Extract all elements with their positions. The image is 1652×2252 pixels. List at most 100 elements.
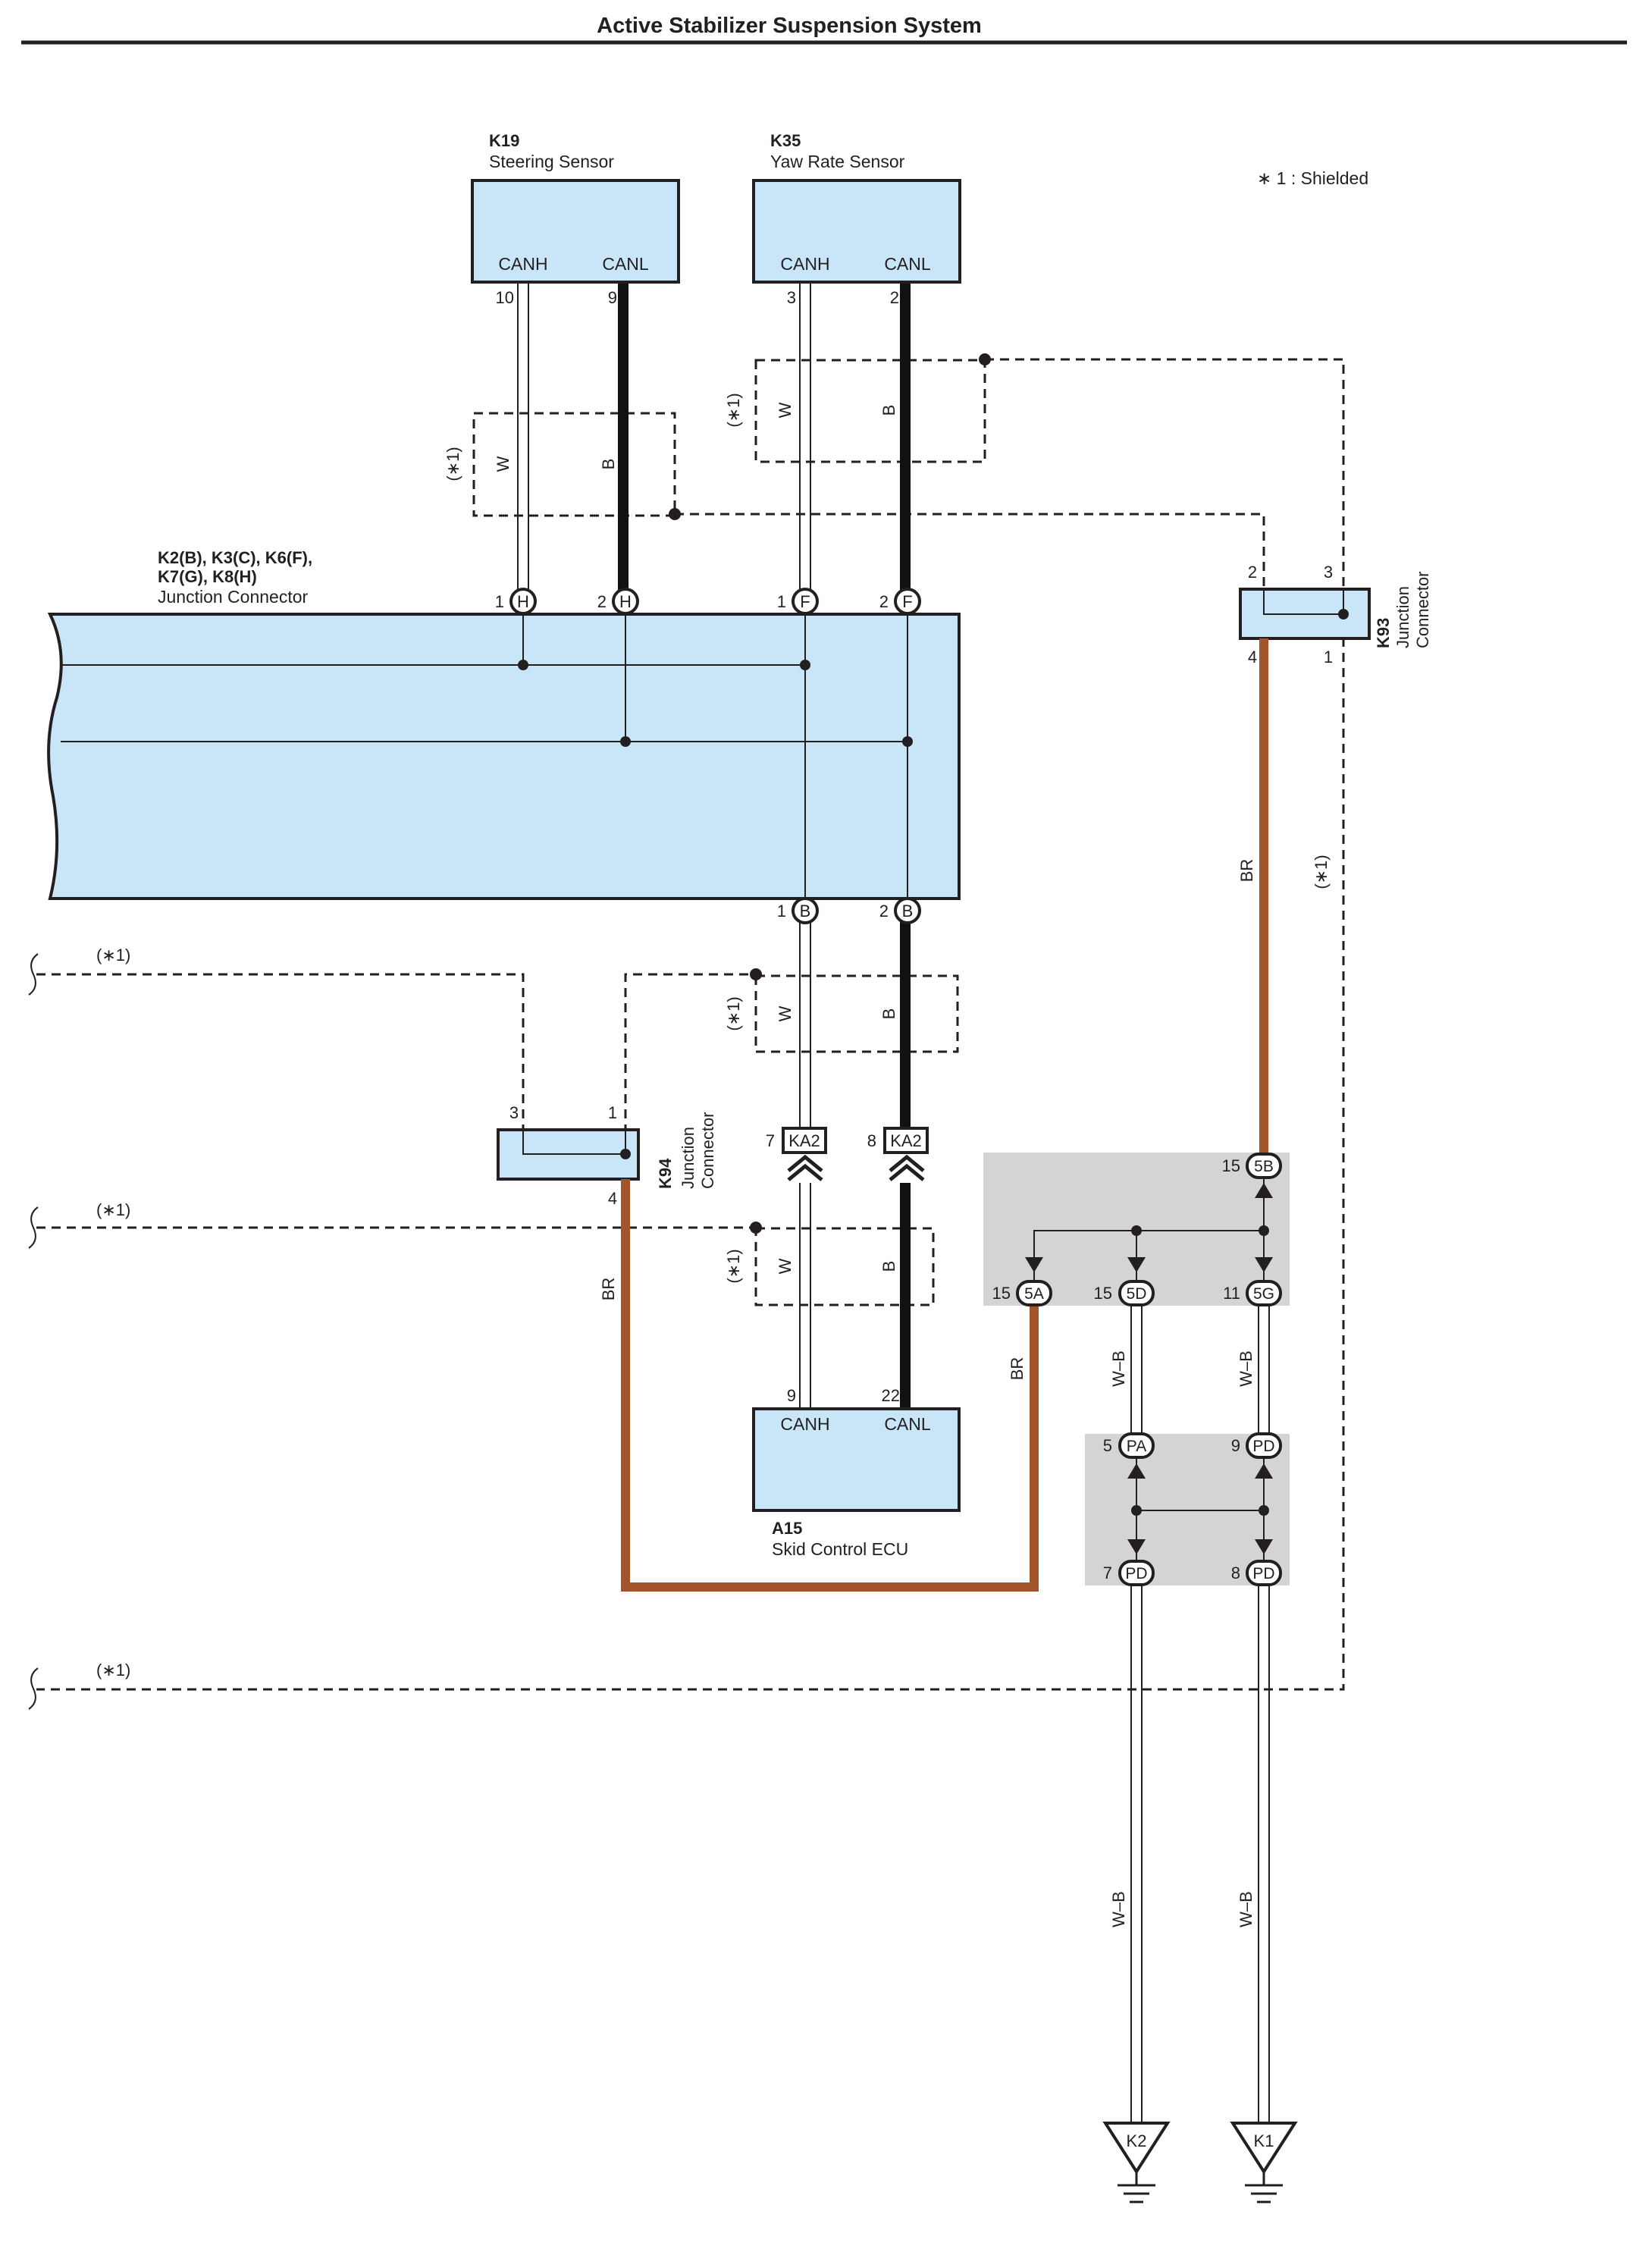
pin-f2: F [902,592,912,611]
shield-mark-left-1: (∗1) [96,946,130,964]
k35-canl: CANL [884,254,931,274]
wire-label-br-5a: BR [1008,1357,1027,1381]
k35-yaw-rate-sensor: K35 Yaw Rate Sensor CANH CANL 3 2 [752,131,961,307]
wire-label-wb-1: W–B [1109,1350,1128,1387]
k94-code: K94 [656,1158,675,1189]
a15-code: A15 [772,1519,802,1538]
a15-name: Skid Control ECU [772,1539,908,1559]
splice-pd-8: PD [1252,1565,1274,1582]
splice-5b: 5B [1254,1158,1274,1175]
junction-connector-main: K2(B), K3(C), K6(F), K7(G), K8(H) Juncti… [47,548,961,900]
shield-lines [36,358,1345,1691]
ka2-connector: KA2 7 KA2 8 [766,1127,929,1181]
shield-mark-right: (∗1) [1312,855,1331,889]
a15-skid-control-ecu: CANH CANL 9 22 A15 Skid Control ECU [752,1386,961,1559]
diagram-title: Active Stabilizer Suspension System [597,14,982,38]
splice-5a-num: 15 [992,1284,1011,1303]
k19-code: K19 [489,131,519,150]
k94-pin3: 3 [509,1103,519,1122]
splice-pd-9-num: 9 [1231,1436,1240,1455]
wire-label-wb-2: W–B [1237,1350,1255,1387]
k19-canh: CANH [498,254,547,274]
wire-label-br-k93: BR [1237,859,1256,883]
wire-label-w-4: W [776,1258,795,1274]
splice-pd-9: PD [1252,1438,1274,1455]
wire-label-wb-3: W–B [1109,1891,1128,1927]
k93-code: K93 [1374,618,1393,648]
k93-pin2: 2 [1248,563,1257,582]
k35-num-canh: 3 [787,288,796,307]
k19-steering-sensor: K19 Steering Sensor CANH CANL 10 9 [471,131,680,307]
k93-line2: Connector [1413,571,1432,648]
wb-wires [1130,1306,1270,2123]
splice-5g: 5G [1253,1285,1274,1303]
k35-canh: CANH [780,254,829,274]
k35-name: Yaw Rate Sensor [770,152,905,171]
junction-main-line2: K7(G), K8(H) [158,567,257,586]
pin-b1-num: 1 [777,902,786,921]
wire-label-w-2: W [776,402,795,418]
pin-h1-num: 1 [495,592,504,611]
splice-5a: 5A [1024,1285,1044,1303]
k94-pin1: 1 [608,1103,617,1122]
wire-label-b-2: B [879,405,898,416]
pin-b1: B [800,902,811,921]
splice-5b-num: 15 [1222,1156,1240,1175]
k93-pin3: 3 [1324,563,1333,582]
k94-line2: Connector [698,1112,717,1189]
shield-mark-2: (∗1) [724,393,743,427]
pin-f2-num: 2 [879,592,889,611]
a15-canh: CANH [780,1414,829,1434]
wire-label-b-4: B [879,1261,898,1272]
shield-mark-3: (∗1) [724,996,743,1030]
break-marks [28,953,39,1710]
splice-5d-num: 15 [1094,1284,1112,1303]
a15-canl: CANL [884,1414,931,1434]
splice-5d: 5D [1127,1285,1147,1303]
ka2-left-num: 7 [766,1131,775,1150]
splice-arrows [1025,1183,1273,1554]
pin-b2: B [902,902,914,921]
wire-label-b-1: B [599,459,618,470]
splice-pd-7: PD [1125,1565,1147,1582]
splice-5g-num: 11 [1223,1284,1240,1303]
pin-f1: F [800,592,810,611]
shield-mark-4: (∗1) [724,1249,743,1283]
k19-num-canl: 9 [608,288,617,307]
k94-line1: Junction [679,1127,697,1189]
splice-pills: 5B 15 5A 15 5D 15 5G 11 PA 5 PD 9 PD 7 P… [992,1153,1282,1586]
ka2-right-label: KA2 [890,1131,922,1150]
k93-line1: Junction [1393,586,1412,648]
br-wires [621,638,1268,1592]
pin-f1-num: 1 [777,592,786,611]
splice-pa: PA [1127,1438,1146,1455]
shielded-legend: ∗ 1 : Shielded [1257,168,1368,188]
pin-h2: H [619,592,632,611]
k19-num-canh: 10 [496,288,514,307]
splice-pa-num: 5 [1103,1436,1112,1455]
wire-label-w-3: W [776,1005,795,1021]
splice-pd-8-num: 8 [1231,1564,1240,1582]
k93-junction-connector: 2 3 4 1 K93 Junction Connector [1239,563,1432,667]
shield-mark-1: (∗1) [444,447,462,481]
pin-h1: H [517,592,529,611]
junction-pins: H 1 H 2 F 1 F 2 B 1 B 2 [495,588,921,924]
ground-k2: K2 [1102,2122,1171,2203]
wire-color-labels: W B W B W B W B [494,402,898,1274]
splice-lines [1033,1178,1269,1570]
k94-junction-connector: 3 1 4 K94 Junction Connector [497,1103,717,1208]
k35-code: K35 [770,131,801,150]
ground-k1: K1 [1230,2122,1298,2203]
junction-main-line1: K2(B), K3(C), K6(F), [158,548,312,567]
pin-b2-num: 2 [879,902,889,921]
pin-h2-num: 2 [597,592,607,611]
shield-mark-left-2: (∗1) [96,1200,130,1219]
shield-mark-left-3: (∗1) [96,1661,130,1680]
wire-label-br-k94: BR [599,1278,618,1301]
junction-main-name: Junction Connector [158,587,309,607]
k93-pin4: 4 [1248,648,1257,667]
k19-canl: CANL [602,254,649,274]
wire-label-wb-4: W–B [1237,1891,1255,1927]
a15-num-canl: 22 [882,1386,900,1405]
